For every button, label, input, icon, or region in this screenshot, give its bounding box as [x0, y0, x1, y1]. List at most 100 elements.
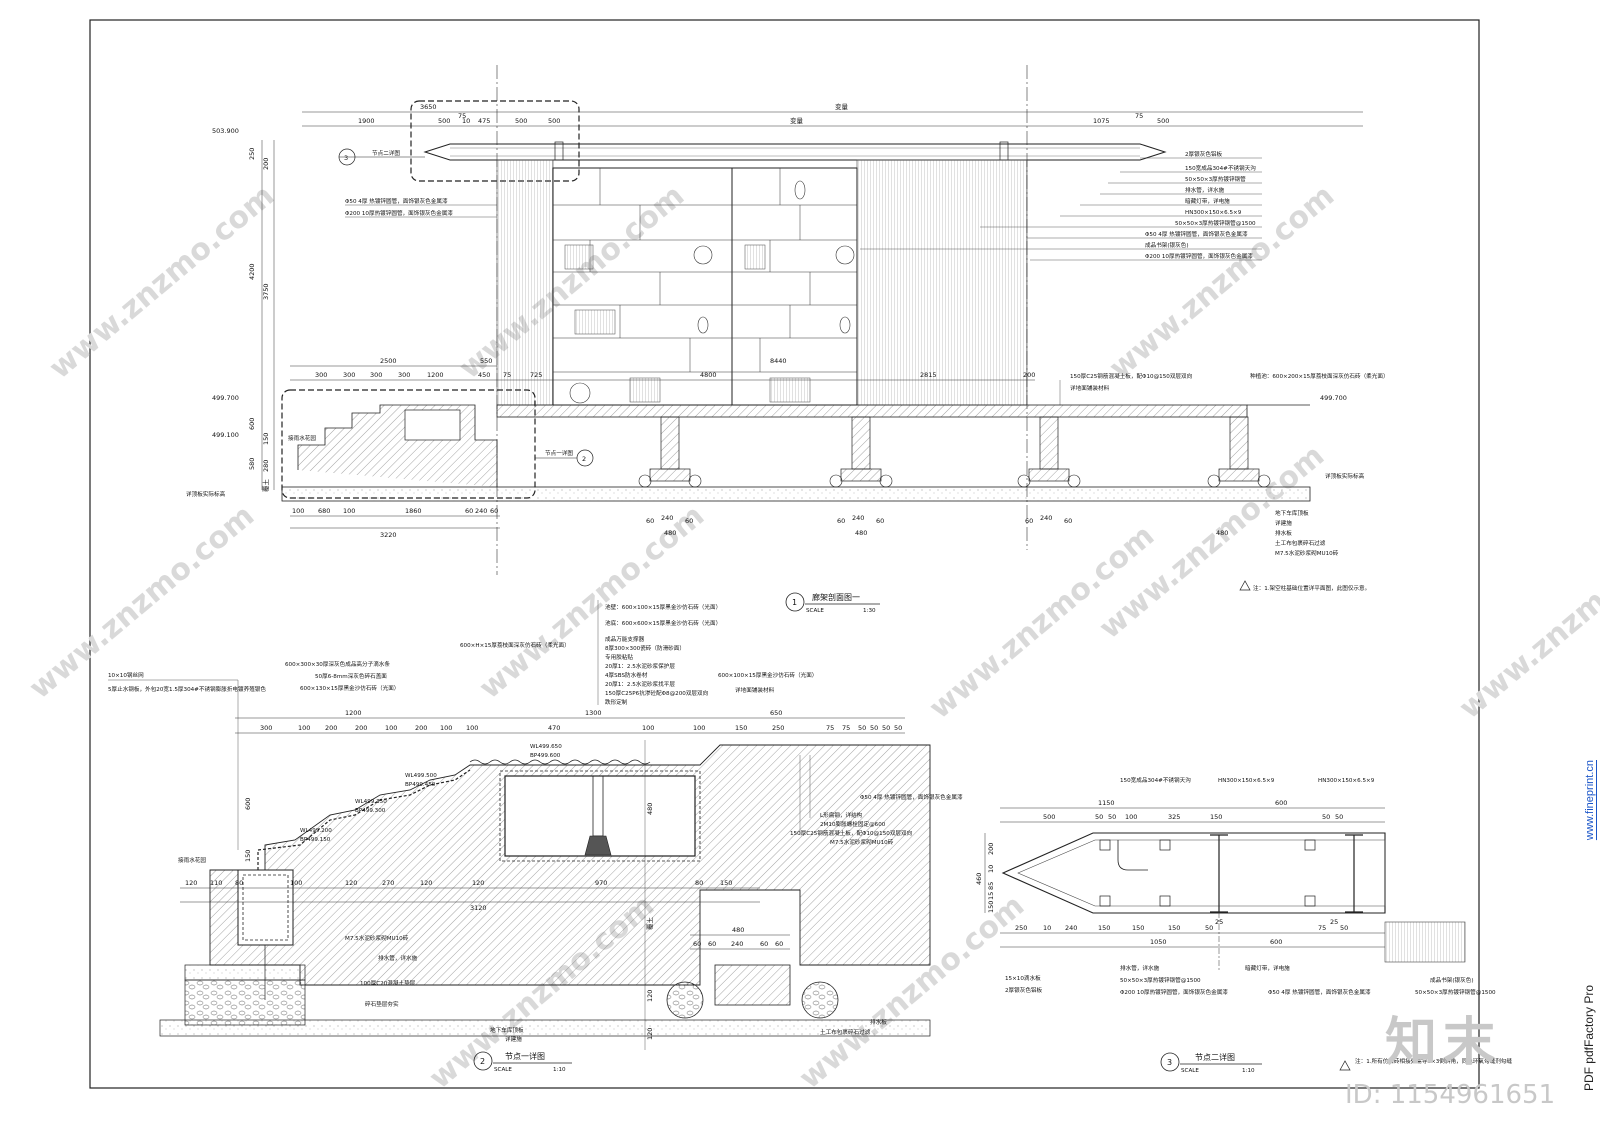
s2-dim-bot-9: 80	[695, 879, 703, 887]
dim-mid-12: 2815	[920, 371, 937, 379]
watermark: www.znzmo.com	[43, 178, 281, 386]
s2-left-note-4: 600×130×15厚黑金沙仿石砖（光面）	[300, 684, 399, 692]
s2-level-bp-1: BP499.450	[405, 782, 436, 788]
side-url-link[interactable]: www.fineprint.cn	[1584, 760, 1596, 841]
right-note-6: 50×50×3厚热镀锌钢管@1500	[1175, 219, 1256, 227]
dim-bot-14: 60	[876, 517, 884, 525]
dim-top-9: 变量	[790, 116, 804, 125]
s2-pier-dim-4: 60	[760, 940, 768, 948]
s2-vdim-5: 覆土	[645, 917, 654, 931]
s2-dim-top-15: 250	[772, 724, 784, 732]
s2-pier-dim-1: 60	[693, 940, 701, 948]
s3-dim-top-4: 100	[1125, 813, 1137, 821]
s2-dim-bot-1: 110	[210, 879, 222, 887]
s3-vdim-2: 10	[987, 865, 995, 873]
right-note-4: 暗藏灯带，详电施	[1185, 197, 1230, 205]
s3-dim-bot-10: 25	[1330, 918, 1338, 926]
right-note-0: 2厚银灰色铝板	[1185, 150, 1223, 158]
dim-bot-1: 680	[318, 507, 330, 515]
slab-note: 150厚C25钢筋混凝土板，配Φ10@150双层双向	[1070, 372, 1193, 380]
dim-mid-13: 200	[1023, 371, 1035, 379]
section1-scale: SCALE	[806, 608, 824, 614]
s2-dim-bot-8: 970	[595, 879, 607, 887]
s2-vdim-1: 150	[244, 850, 252, 862]
section1-right-notes: 2厚银灰色铝板 150宽成品304#不锈钢天沟 50×50×3厚热镀锌钢管 排水…	[860, 150, 1262, 261]
s3-dim-bot-1: 10	[1043, 924, 1051, 932]
s3-warning: 注：1.所有仿石砖相接处需导3×3倒斜角，同色环氧勾缝剂勾缝	[1355, 1057, 1512, 1065]
section-3: 150宽成品304#不锈钢天沟 HN300×150×6.5×9 HN300×15…	[975, 776, 1512, 1074]
s2-vdim-0: 600	[244, 798, 252, 810]
dim-left-1: 3750	[262, 283, 270, 300]
s2-left-note-2: 600×300×30厚深灰色成品高分子滴水条	[285, 660, 390, 668]
s2-dim-top-21: 50	[894, 724, 902, 732]
roof-label-left: 详顶板实际标高	[186, 490, 226, 498]
s2-dim-bot-7: 120	[472, 879, 484, 887]
s2-pier-dim-3: 240	[731, 940, 743, 948]
s2-vdim-3: 120	[646, 990, 654, 1002]
section2-title: 节点一详图	[505, 1051, 545, 1061]
s3-note-4: Φ200 10厚热镀锌圆管，面饰银灰色金属漆	[1120, 988, 1228, 996]
s2-dim-bot-3: 100	[290, 879, 302, 887]
s2-top-note-11: 600×100×15厚黑金沙仿石砖（光面）	[718, 671, 817, 679]
dim-top-1: 变量	[835, 102, 849, 111]
s2-left-note-5: 接雨水花园	[178, 856, 206, 864]
dim-mid-7: 450	[478, 371, 490, 379]
section3-scale-value: 1:10	[1242, 1068, 1255, 1074]
s2-bottom-note-1: 排水管，详水施	[378, 954, 418, 962]
dim-left-5: 580	[248, 458, 256, 470]
dim-bot-15: 480	[855, 529, 867, 537]
dim-mid-9: 725	[530, 371, 542, 379]
dim-bot-17: 240	[1040, 514, 1052, 522]
s2-dim-top-10: 470	[548, 724, 560, 732]
s2-right-note-4: M7.5水泥砂浆砌MU10砖	[830, 838, 894, 846]
s3-top-note-0: 150宽成品304#不锈钢天沟	[1120, 776, 1191, 784]
watermark: www.znzmo.com	[453, 178, 691, 386]
elev-top: 503.900	[212, 127, 239, 135]
s3-note-8: 50×50×3厚热镀锌钢管@1500	[1415, 988, 1496, 996]
s3-dim-top-2: 50	[1095, 813, 1103, 821]
s2-level-wl-1: WL499.500	[405, 773, 437, 779]
s3-dim-top-6: 150	[1210, 813, 1222, 821]
planting-note: 种植池：600×200×15厚荔枝面深灰仿石砖（柔光面）	[1250, 372, 1389, 380]
section3-scale: SCALE	[1181, 1068, 1199, 1074]
s3-vdim-1: 200	[987, 843, 995, 855]
section1-title: 廊架剖面图一	[812, 592, 860, 602]
ref-2-num: 2	[582, 455, 586, 463]
s2-right-note-3: 150厚C25钢筋混凝土板，配Φ10@150双层双向	[790, 829, 913, 837]
dim-bot-19: 480	[1216, 529, 1228, 537]
s2-top-note-1: 池壁：600×100×15厚黑金沙仿石砖（光面）	[605, 603, 721, 611]
s2-pier-dim-5: 60	[775, 940, 783, 948]
s2-level-wl-0: WL499.650	[530, 744, 562, 750]
ref-3-num: 3	[344, 154, 348, 162]
s3-dim-bot-2: 240	[1065, 924, 1077, 932]
col-dims: 60 240 60 480 60 240 60 480 60 240 60 48…	[646, 514, 1228, 537]
dim-left-4: 600	[248, 418, 256, 430]
s2-level-bp-3: BP499.150	[300, 837, 331, 843]
s2-dim-top-7: 200	[415, 724, 427, 732]
s2-dim-bot-10: 150	[720, 879, 732, 887]
s3-vdim-3: 85	[987, 882, 995, 890]
s2-top-note-10: 跌形定制	[605, 698, 628, 706]
brand-logo-text: 知末	[1385, 1013, 1502, 1073]
section-2: 600×H×15厚荔枝面深灰仿石砖（柔光面） 池壁：600×100×15厚黑金沙…	[108, 600, 963, 1073]
s2-dim-bot-2: 80	[235, 879, 243, 887]
s2-top-note-9: 150厚C25P6抗渗砼配Φ8@200双层双向	[605, 689, 709, 697]
s2-dim-top-13: 150	[735, 724, 747, 732]
dim-mid-4: 300	[370, 371, 382, 379]
s2-dim-bot-5: 270	[382, 879, 394, 887]
dim-bot-4: 60	[465, 507, 473, 515]
dim-top-11: 500	[1157, 117, 1169, 125]
s2-level-wl-3: WL499.200	[300, 828, 332, 834]
dim-top-6: 75	[458, 112, 466, 120]
s3-dim-bot-3: 150	[1098, 924, 1110, 932]
s3-note-0: 15×10滴水板	[1005, 974, 1041, 982]
dim-mid-11: 8440	[770, 357, 787, 365]
s2-vdim-2: 480	[646, 803, 654, 815]
dim-top-5: 500	[515, 117, 527, 125]
section2-scale: SCALE	[494, 1067, 512, 1073]
dim-left-7: 280	[262, 460, 270, 472]
dim-top-8: 500	[548, 117, 560, 125]
s3-dim-top-5: 325	[1168, 813, 1180, 821]
dim-left-6: 150	[262, 433, 270, 445]
base-note-1: 详建施	[1275, 519, 1292, 527]
